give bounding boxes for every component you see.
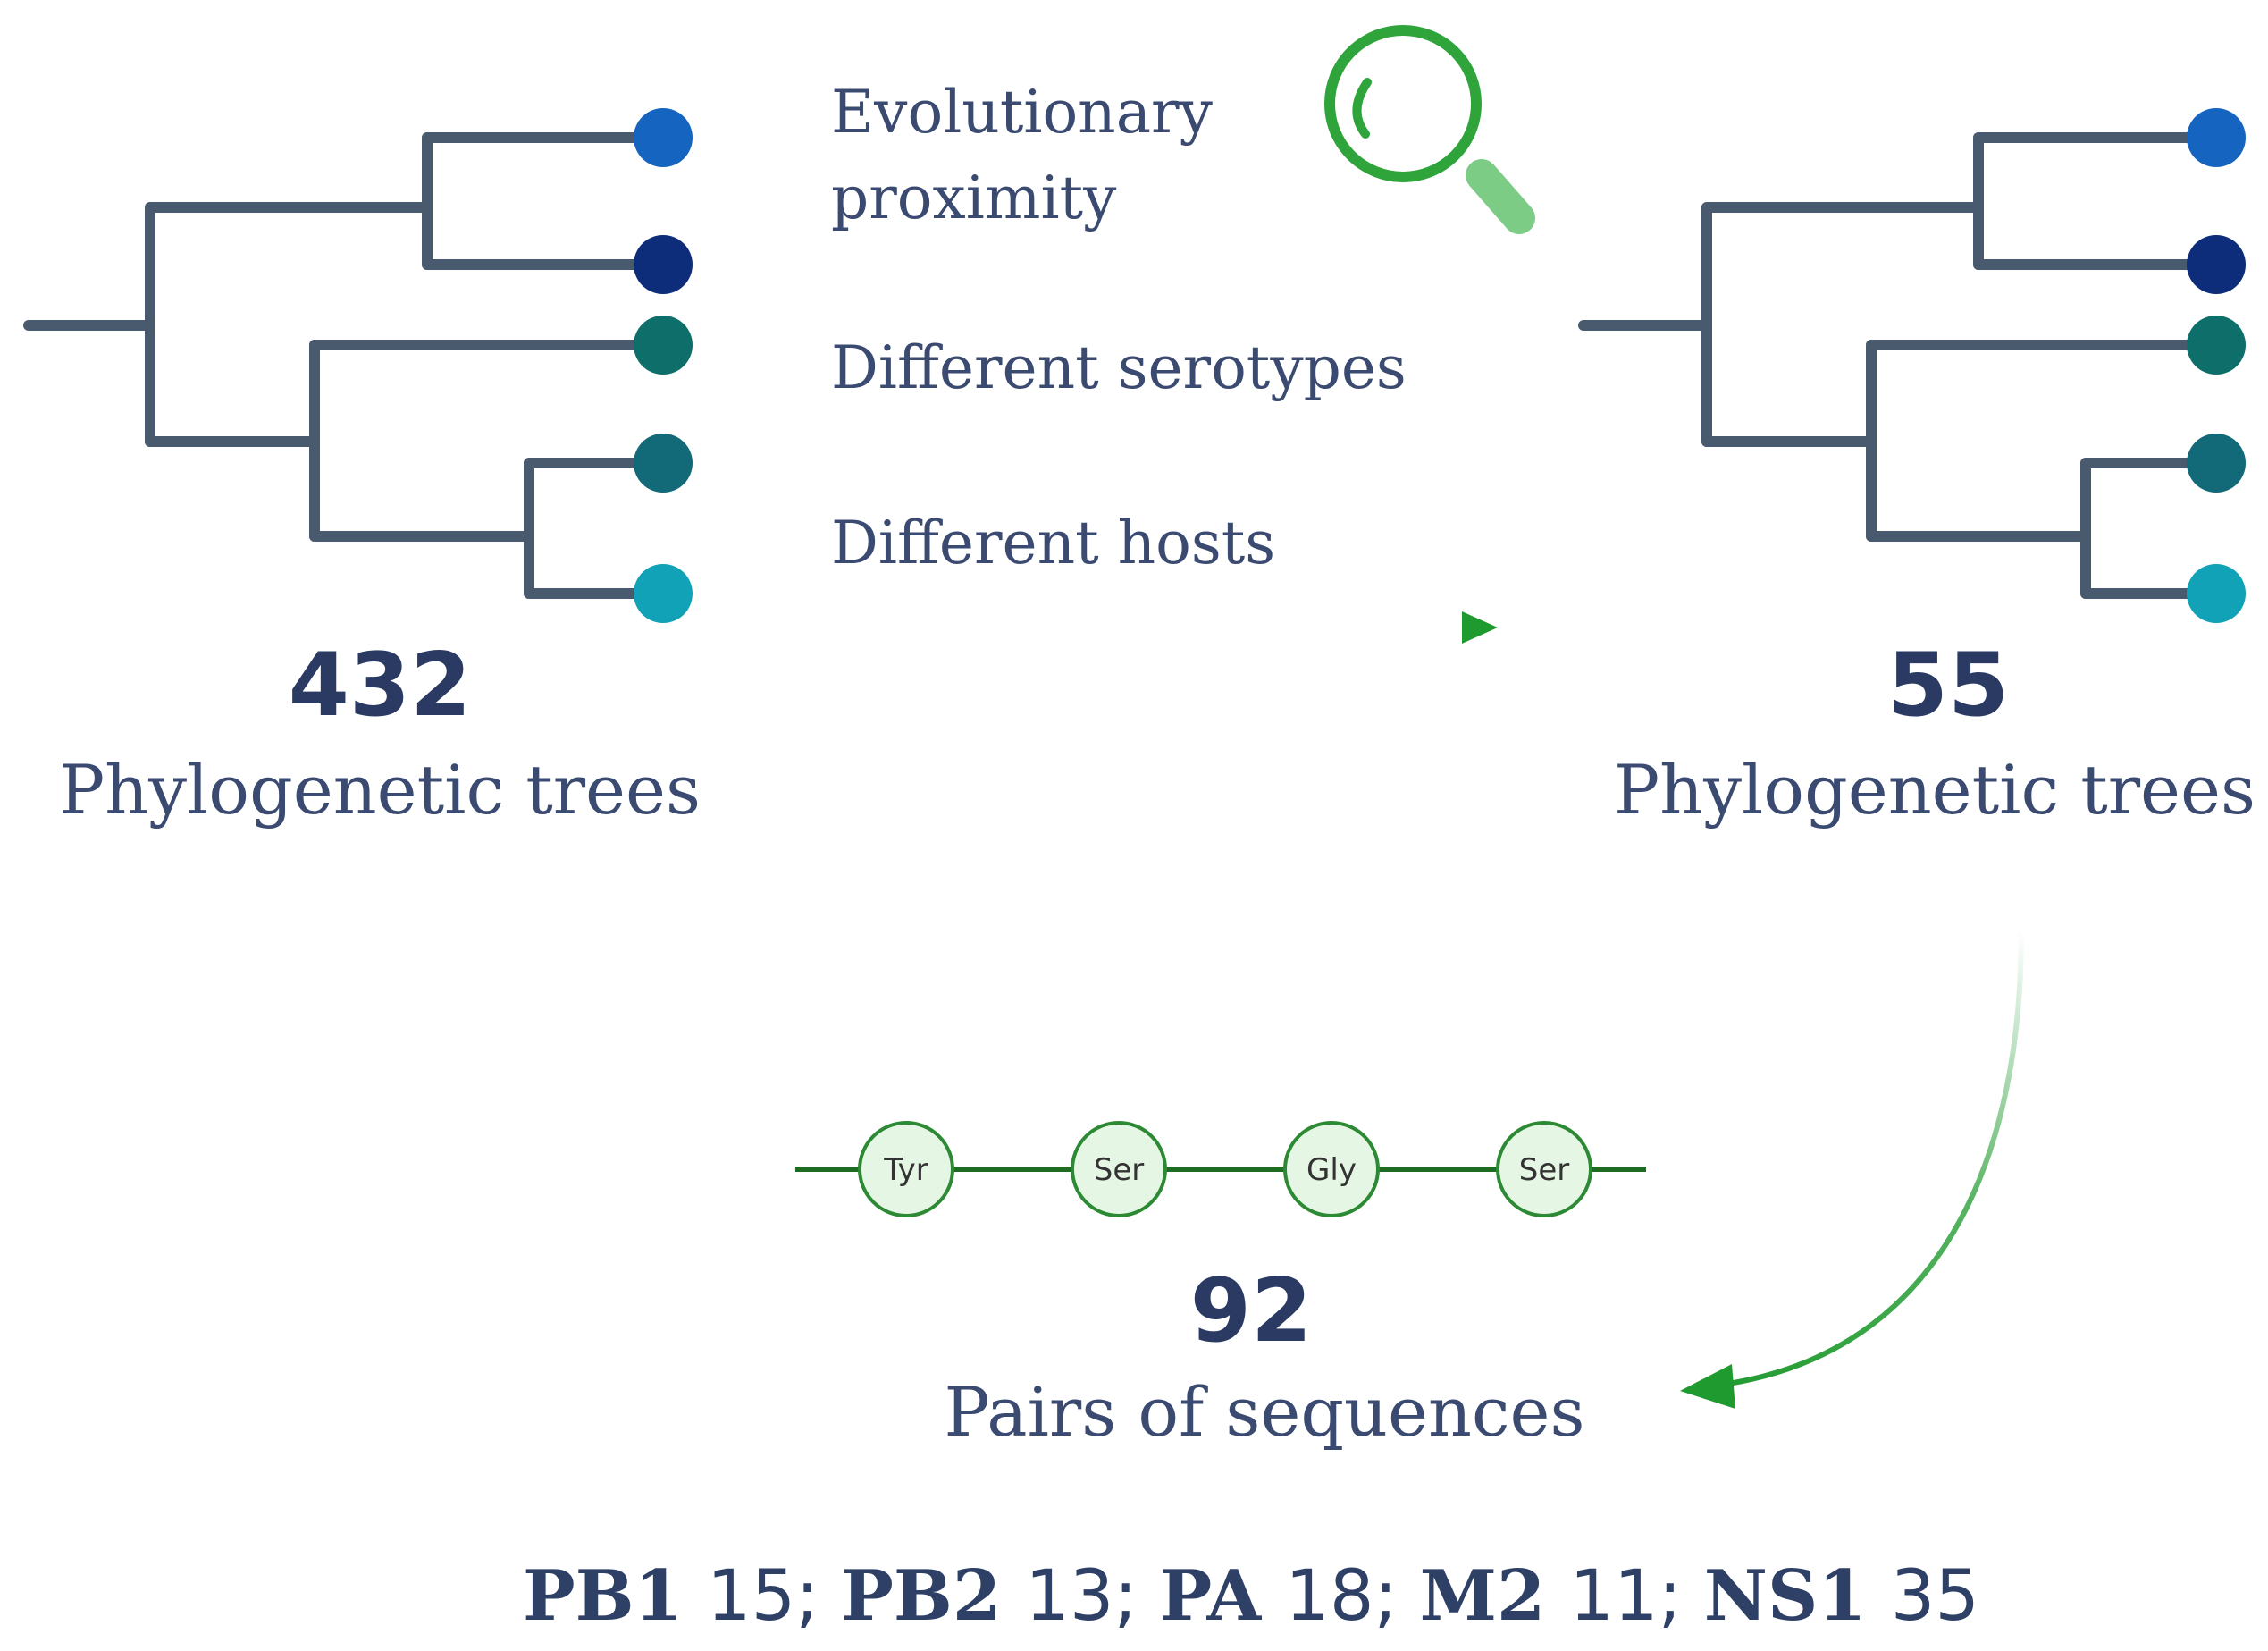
residue-node: Ser bbox=[1496, 1121, 1592, 1217]
residue-label: Ser bbox=[1094, 1152, 1145, 1188]
tree-leaf-node bbox=[634, 235, 693, 294]
right-tree-caption: Phylogenetic trees bbox=[1614, 750, 2255, 830]
residue-label: Tyr bbox=[883, 1152, 928, 1188]
residue-node: Ser bbox=[1071, 1121, 1167, 1217]
residue-circle bbox=[1283, 1121, 1380, 1217]
right-phylogenetic-tree bbox=[1578, 132, 2220, 599]
pairs-count: 92 bbox=[1190, 1260, 1312, 1362]
tree-leaf-node bbox=[634, 108, 693, 167]
pairs-caption: Pairs of sequences bbox=[945, 1372, 1585, 1452]
selection-arrow bbox=[1680, 929, 2024, 1409]
protein-count: 11; bbox=[1569, 1556, 1703, 1637]
left-tree-count: 432 bbox=[289, 635, 472, 737]
residue-node: Gly bbox=[1283, 1121, 1380, 1217]
magnifier-icon bbox=[1324, 25, 1535, 234]
criterion-proximity: proximity bbox=[831, 164, 1117, 232]
sequence-residues: Tyr Ser Gly Ser bbox=[858, 1121, 1592, 1217]
protein-name: NS1 bbox=[1704, 1555, 1891, 1637]
tree-leaf-node bbox=[2187, 564, 2246, 623]
tree-leaf-node bbox=[2187, 235, 2246, 294]
tree-leaf-node bbox=[634, 316, 693, 375]
criterion-evolutionary: Evolutionary bbox=[831, 78, 1214, 147]
right-tree-count: 55 bbox=[1887, 635, 2009, 737]
filter-arrow bbox=[844, 611, 1498, 644]
right-tree-leaves bbox=[2187, 108, 2246, 623]
tree-leaf-node bbox=[2187, 316, 2246, 375]
residue-label: Gly bbox=[1306, 1152, 1357, 1188]
protein-name: M2 bbox=[1420, 1555, 1570, 1637]
protein-name: PB1 bbox=[523, 1555, 707, 1637]
left-tree-caption: Phylogenetic trees bbox=[59, 750, 701, 830]
left-tree-leaves bbox=[634, 108, 693, 623]
tree-leaf-node bbox=[2187, 434, 2246, 493]
residue-circle bbox=[1071, 1121, 1167, 1217]
criterion-hosts: Different hosts bbox=[831, 509, 1275, 577]
residue-node: Tyr bbox=[858, 1121, 954, 1217]
protein-breakdown: PB1 15; PB2 13; PA 18; M2 11; NS1 35 bbox=[523, 1555, 1979, 1637]
residue-circle bbox=[1496, 1121, 1592, 1217]
protein-name: PA bbox=[1160, 1555, 1286, 1637]
protein-count: 13; bbox=[1025, 1556, 1159, 1637]
protein-name: PB2 bbox=[841, 1555, 1025, 1637]
tree-leaf-node bbox=[634, 564, 693, 623]
residue-label: Ser bbox=[1519, 1152, 1570, 1188]
protein-count: 15; bbox=[707, 1556, 841, 1637]
protein-count: 35 bbox=[1891, 1556, 1979, 1637]
left-phylogenetic-tree bbox=[23, 132, 667, 599]
protein-count: 18; bbox=[1285, 1556, 1419, 1637]
criterion-serotypes: Different serotypes bbox=[831, 333, 1407, 402]
tree-leaf-node bbox=[2187, 108, 2246, 167]
residue-circle bbox=[858, 1121, 954, 1217]
tree-leaf-node bbox=[634, 434, 693, 493]
